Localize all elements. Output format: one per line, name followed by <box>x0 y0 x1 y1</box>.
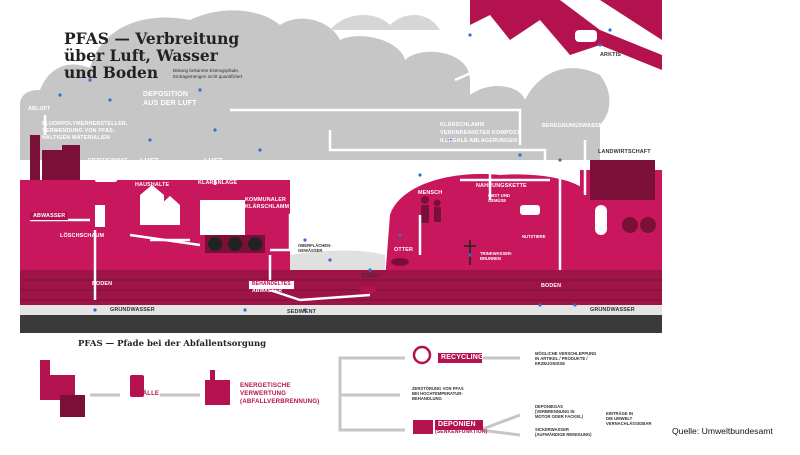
recycling-icon <box>412 345 432 365</box>
label-klaerschlamm-3: ILLEGALE ABLAGERUNGEN <box>440 138 518 144</box>
treatment-plant-icon <box>200 200 265 253</box>
incinerator-icon <box>205 370 230 405</box>
bedrock <box>20 315 662 333</box>
label-zerstoerung-1: ZERSTÖRUNG VON PFAS <box>412 386 464 391</box>
label-deposition-2: AUS DER LUFT <box>143 100 197 107</box>
source-credit: Quelle: Umweltbundesamt <box>672 426 773 436</box>
label-arktis: ARKTIS <box>600 52 621 58</box>
label-beregnung: BEREGNUNGSWASSER <box>542 123 607 129</box>
lower-factory-icon <box>40 360 85 417</box>
label-eintrag-3: VERNACHLÄSSIGBAR <box>606 421 652 426</box>
cloud-top-right <box>330 14 440 30</box>
label-senkenfunktion: (SENKENFUNKTION) <box>435 429 488 435</box>
cloud-area <box>20 10 610 161</box>
label-recycling-note-3: ERZEUGNISSE <box>535 361 566 366</box>
label-sickerwasser-1: SICKERWASSER <box>535 427 569 432</box>
label-abfaelle: ABFÄLLE <box>130 391 160 397</box>
label-grundwasser-2: GRUNDWASSER <box>590 307 635 313</box>
label-recycling-note-1: MÖGLICHE VERSCHLEPPUNG <box>535 351 597 356</box>
subtitle-line-1: Bislang bekannte Eintragspfade. <box>173 68 240 73</box>
pfas-particles <box>58 28 612 312</box>
flow-arrows <box>30 38 587 302</box>
lower-arrows <box>90 356 521 437</box>
label-trinkwasser-2: BRUNNEN <box>480 256 501 261</box>
label-producers-1: FLUORPOLYMERHERSTELLER, <box>42 121 128 127</box>
label-loeschschaum: LÖSCHSCHAUM <box>60 233 105 239</box>
label-zerstoerung-2: BEI HOCHTEMPERATUR- <box>412 391 463 396</box>
label-energetische-2: VERWERTUNG <box>240 390 287 397</box>
label-landwirtschaft: LANDWIRTSCHAFT <box>598 149 651 155</box>
label-behandeltes-2: ABWASSER <box>252 288 283 294</box>
waste-bin-icon <box>130 375 144 397</box>
lower-panel <box>40 345 521 437</box>
label-global-1: GLOBALE LUFT- UND <box>480 41 539 47</box>
landfill-icon <box>413 420 433 434</box>
subsoil-hatch <box>20 279 662 301</box>
label-deponiegas-2: (VERBRENNUNG IN <box>535 409 575 414</box>
label-kommunaler-2: KLÄRSCHLAMM <box>245 204 290 210</box>
label-abwasser: ABWASSER <box>30 212 69 221</box>
label-obst-2: GEMÜSE <box>488 198 507 203</box>
label-klaerschlamm-2: VERUNREINIGTER KOMPOST <box>440 130 521 136</box>
label-recycling: RECYCLING <box>438 353 483 364</box>
label-nutztiere: NUTZTIERE <box>522 234 546 239</box>
label-sediment: SEDIMENT <box>287 309 317 315</box>
truck-icon <box>95 170 117 182</box>
fish-icon <box>360 286 376 294</box>
label-erzeugnisse: ERZEUGNISSE <box>88 158 129 164</box>
page-title-line-1: PFAS — Verbreitung <box>64 29 240 48</box>
cow-icon <box>520 205 540 215</box>
farm-icon <box>590 160 656 235</box>
label-behandeltes-1: BEHANDELTES <box>248 280 295 290</box>
label-deponiegas-1: DEPONIEGAS <box>535 404 563 409</box>
label-energetische-1: ENERGETISCHE <box>240 382 291 389</box>
people-icon <box>421 196 441 223</box>
label-eintrag-2: DIE UMWELT <box>606 416 633 421</box>
subtitle-line-2: Eintragsmengen nicht quantifiziert. <box>173 74 244 79</box>
hill-middle-right <box>385 174 585 280</box>
label-deposition-1: DEPOSITION <box>143 91 189 98</box>
label-trinkwasser-1: TRINKWASSER- <box>480 251 513 256</box>
polar-bear-icon <box>575 30 597 42</box>
label-abluft: ABLUFT <box>28 106 51 112</box>
well-icon <box>464 240 476 265</box>
label-luft-2: LUFT <box>204 158 223 165</box>
label-producers-3: HALTIGEN MATERIALIEN <box>42 135 111 141</box>
label-zerstoerung-3: BEHANDLUNG <box>412 396 442 401</box>
arctic-snow <box>560 0 662 55</box>
label-oberflaeche-1: OBERFLÄCHEN- <box>298 243 332 248</box>
label-boden-1: BODEN <box>92 281 113 287</box>
groundwater-band <box>20 305 662 315</box>
label-klaeranlage: KLÄRANLAGE <box>198 180 238 186</box>
label-deponien: DEPONIEN <box>435 420 483 431</box>
label-haushalte: HAUSHALTE <box>135 182 170 188</box>
label-grundwasser-1: GRUNDWASSER <box>110 307 155 313</box>
label-obst-1: OBST UND <box>488 193 510 198</box>
otter-icon <box>391 258 409 266</box>
label-fisch: FISCH <box>362 273 379 279</box>
fire-extinguisher-icon <box>95 205 105 227</box>
label-luft-1: LUFT <box>140 158 159 165</box>
factory-icon <box>30 135 80 180</box>
label-producers-2: VERWENDUNG VON PFAS- <box>42 128 115 134</box>
label-oberflaeche-2: GEWÄSSER <box>298 248 323 253</box>
houses-icon <box>140 185 180 225</box>
label-otter: OTTER <box>394 247 414 253</box>
page-title-line-3: und Boden <box>64 63 159 82</box>
lower-heading: PFAS — Pfade bei der Abfallentsorgung <box>78 339 267 349</box>
label-boden-2: BODEN <box>541 283 562 289</box>
label-global-2: MEERESSTRÖMUNGEN <box>480 48 545 54</box>
page-title-line-2: über Luft, Wasser <box>64 46 218 65</box>
label-eintrag-1: EINTRÄGE IN <box>606 411 633 416</box>
label-sickerwasser-2: (AUFWÄNDIGE REINIGUNG) <box>535 432 592 437</box>
label-nahrungskette: NAHRUNGSKETTE <box>476 183 527 189</box>
label-klaerschlamm-1: KLÄRSCHLAMM <box>440 122 485 128</box>
label-energetische-3: (ABFALLVERBRENNUNG) <box>240 398 320 405</box>
label-recycling-note-2: IN ARTIKEL / PRODUKTE / <box>535 356 588 361</box>
label-mensch: MENSCH <box>418 190 443 196</box>
label-deponiegas-3: MOTOR ODER FACKEL) <box>535 414 584 419</box>
label-kommunaler-1: KOMMUNALER <box>245 197 287 203</box>
